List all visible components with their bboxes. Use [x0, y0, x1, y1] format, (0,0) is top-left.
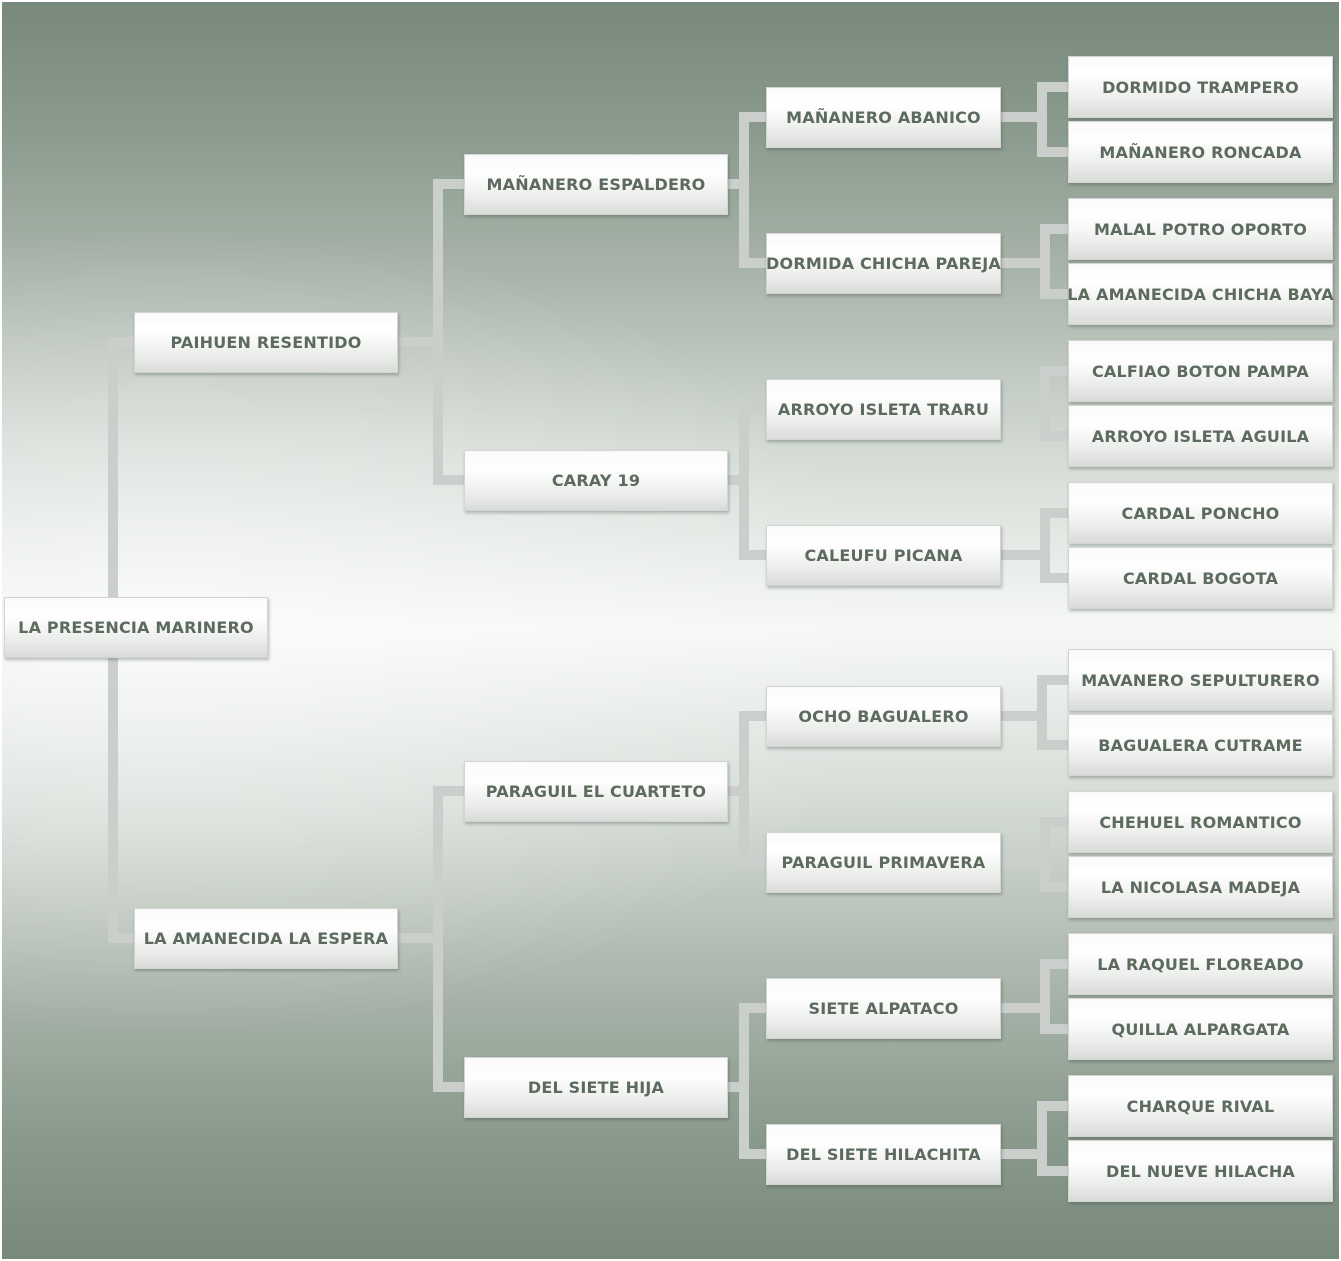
gen4-box[interactable]: DORMIDO TRAMPERO: [1068, 56, 1333, 118]
gen4-box[interactable]: CARDAL BOGOTA: [1068, 547, 1333, 609]
gen3-name: OCHO BAGUALERO: [798, 707, 969, 726]
gen4-name: CALFIAO BOTON PAMPA: [1091, 361, 1310, 381]
gen4-name: CARDAL PONCHO: [1121, 503, 1280, 523]
connector-dam-sire: [727, 711, 767, 867]
connector-gen3-7: [1000, 959, 1069, 1034]
sire-dam-box[interactable]: CARAY 19: [464, 450, 728, 511]
gen3-box[interactable]: SIETE ALPATACO: [766, 978, 1001, 1039]
gen4-name: QUILLA ALPARGATA: [1111, 1019, 1290, 1039]
gen4-box[interactable]: LA RAQUEL FLOREADO: [1068, 933, 1333, 995]
gen4-box[interactable]: LA NICOLASA MADEJA: [1068, 856, 1333, 918]
connector-sire: [397, 179, 465, 485]
sire-dam-name: CARAY 19: [551, 471, 641, 490]
connector-gen3-4: [1000, 508, 1069, 583]
sire-sire-name: MAÑANERO ESPALDERO: [486, 175, 706, 194]
dam-name: LA AMANECIDA LA ESPERA: [143, 929, 389, 948]
gen3-name: SIETE ALPATACO: [808, 999, 959, 1018]
gen4-name: LA NICOLASA MADEJA: [1100, 877, 1301, 897]
gen4-box[interactable]: MALAL POTRO OPORTO: [1068, 198, 1333, 260]
gen3-name: PARAGUIL PRIMAVERA: [781, 853, 986, 872]
gen3-box[interactable]: ARROYO ISLETA TRARU: [766, 379, 1001, 440]
gen4-box[interactable]: LA AMANECIDA CHICHA BAYA: [1067, 263, 1334, 325]
gen4-name: MAÑANERO RONCADA: [1099, 142, 1302, 162]
gen3-box[interactable]: PARAGUIL PRIMAVERA: [766, 832, 1001, 893]
gen4-name: ARROYO ISLETA AGUILA: [1091, 426, 1310, 446]
gen4-box[interactable]: DEL NUEVE HILACHA: [1068, 1140, 1333, 1202]
gen4-name: DORMIDO TRAMPERO: [1102, 77, 1299, 97]
gen4-box[interactable]: MAVANERO SEPULTURERO: [1068, 649, 1333, 711]
gen4-box[interactable]: ARROYO ISLETA AGUILA: [1068, 405, 1333, 467]
gen3-box[interactable]: DORMIDA CHICHA PAREJA: [766, 233, 1001, 294]
gen4-box[interactable]: MAÑANERO RONCADA: [1068, 121, 1333, 183]
gen4-name: MAVANERO SEPULTURERO: [1081, 670, 1320, 690]
gen4-name: DEL NUEVE HILACHA: [1105, 1161, 1295, 1181]
gen4-box[interactable]: CHARQUE RIVAL: [1068, 1075, 1333, 1137]
gen3-name: MAÑANERO ABANICO: [786, 108, 981, 127]
gen3-name: DEL SIETE HILACHITA: [786, 1145, 981, 1164]
connector-gen3-3: [1000, 366, 1069, 441]
connector-gen3-5: [1000, 675, 1069, 750]
subject-box[interactable]: LA PRESENCIA MARINERO: [4, 597, 268, 658]
gen4-name: MALAL POTRO OPORTO: [1093, 219, 1308, 239]
connector-dam-dam: [727, 1003, 767, 1159]
gen4-name: CHEHUEL ROMANTICO: [1099, 812, 1302, 832]
gen3-name: DORMIDA CHICHA PAREJA: [766, 254, 1001, 273]
connector-gen3-1: [1000, 82, 1069, 157]
gen3-box[interactable]: DEL SIETE HILACHITA: [766, 1124, 1001, 1185]
connector-sire-sire: [727, 112, 767, 268]
gen4-box[interactable]: CALFIAO BOTON PAMPA: [1068, 340, 1333, 402]
gen4-box[interactable]: BAGUALERA CUTRAME: [1068, 714, 1333, 776]
sire-box[interactable]: PAIHUEN RESENTIDO: [134, 312, 398, 373]
gen3-name: ARROYO ISLETA TRARU: [777, 400, 990, 419]
gen4-name: CHARQUE RIVAL: [1126, 1096, 1275, 1116]
dam-sire-box[interactable]: PARAGUIL EL CUARTETO: [464, 761, 728, 822]
connector-gen3-8: [1000, 1101, 1069, 1176]
gen4-name: BAGUALERA CUTRAME: [1098, 735, 1303, 755]
gen4-name: LA RAQUEL FLOREADO: [1097, 954, 1304, 974]
dam-box[interactable]: LA AMANECIDA LA ESPERA: [134, 908, 398, 969]
subject-name: LA PRESENCIA MARINERO: [18, 618, 254, 637]
connector-gen3-2: [1000, 224, 1069, 299]
gen3-box[interactable]: MAÑANERO ABANICO: [766, 87, 1001, 148]
gen4-name: LA AMANECIDA CHICHA BAYA: [1067, 284, 1334, 304]
gen3-box[interactable]: OCHO BAGUALERO: [766, 686, 1001, 747]
gen4-box[interactable]: CARDAL PONCHO: [1068, 482, 1333, 544]
dam-sire-name: PARAGUIL EL CUARTETO: [485, 782, 707, 801]
gen3-box[interactable]: CALEUFU PICANA: [766, 525, 1001, 586]
connector-dam: [397, 786, 465, 1092]
gen4-box[interactable]: CHEHUEL ROMANTICO: [1068, 791, 1333, 853]
gen4-box[interactable]: QUILLA ALPARGATA: [1068, 998, 1333, 1060]
gen3-name: CALEUFU PICANA: [804, 546, 963, 565]
connector-sire-dam: [727, 404, 767, 560]
sire-sire-box[interactable]: MAÑANERO ESPALDERO: [464, 154, 728, 215]
connector-gen3-6: [1000, 817, 1069, 892]
dam-dam-name: DEL SIETE HIJA: [527, 1078, 665, 1097]
dam-dam-box[interactable]: DEL SIETE HIJA: [464, 1057, 728, 1118]
sire-name: PAIHUEN RESENTIDO: [170, 333, 362, 352]
gen4-name: CARDAL BOGOTA: [1122, 568, 1279, 588]
